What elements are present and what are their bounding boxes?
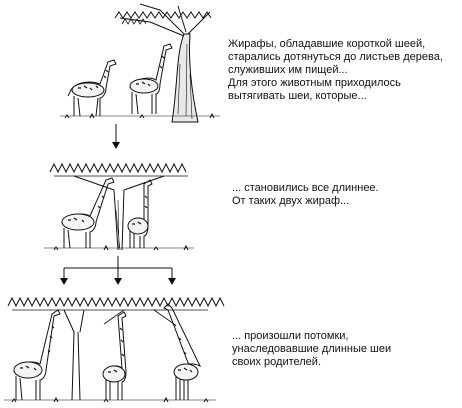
stage1-caption: Жирафы, обладавшие короткой шеей, старал… xyxy=(228,38,443,103)
stage2-illustration xyxy=(44,150,194,254)
arrow-down-icon xyxy=(110,124,122,150)
caption-line: ... становились все длиннее. xyxy=(232,182,379,195)
stage3-caption: ... произошли потомки, унаследовавшие дл… xyxy=(232,330,391,369)
caption-line: вытягивать шеи, которые... xyxy=(228,90,443,103)
stage2-caption: ... становились все длиннее. От таких дв… xyxy=(232,182,379,208)
caption-line: унаследовавшие длинные шеи xyxy=(232,343,391,356)
caption-line: своих родителей. xyxy=(232,356,391,369)
caption-line: От таких двух жираф... xyxy=(232,195,379,208)
caption-line: Жирафы, обладавшие короткой шеей, xyxy=(228,38,443,51)
branch-arrows xyxy=(56,256,186,286)
stage1-illustration xyxy=(60,4,220,122)
caption-line: ... произошли потомки, xyxy=(232,330,391,343)
caption-line: старались дотянуться до листьев дерева, xyxy=(228,51,443,64)
caption-line: служивших им пищей... xyxy=(228,64,443,77)
caption-line: Для этого животным приходилось xyxy=(228,77,443,90)
stage3-illustration xyxy=(4,288,216,406)
